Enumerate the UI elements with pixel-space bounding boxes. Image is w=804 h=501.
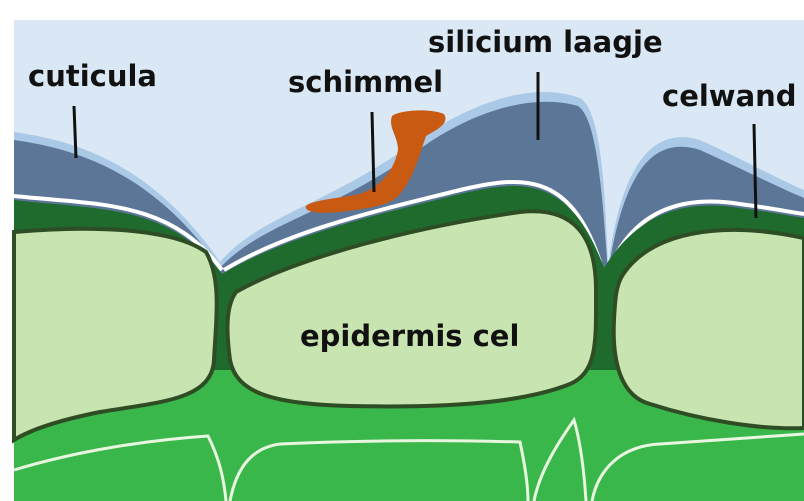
celwand-leader-line [754,124,756,218]
silicium-label: silicium laagje [428,28,663,57]
cuticula-label: cuticula [28,62,157,91]
schimmel-leader-line [372,112,374,192]
celwand-label: celwand [662,82,797,111]
schimmel-label: schimmel [288,68,443,97]
epidermis-cell-right [614,230,804,428]
epidermis-label: epidermis cel [300,322,519,351]
cuticula-leader-line [74,106,76,158]
